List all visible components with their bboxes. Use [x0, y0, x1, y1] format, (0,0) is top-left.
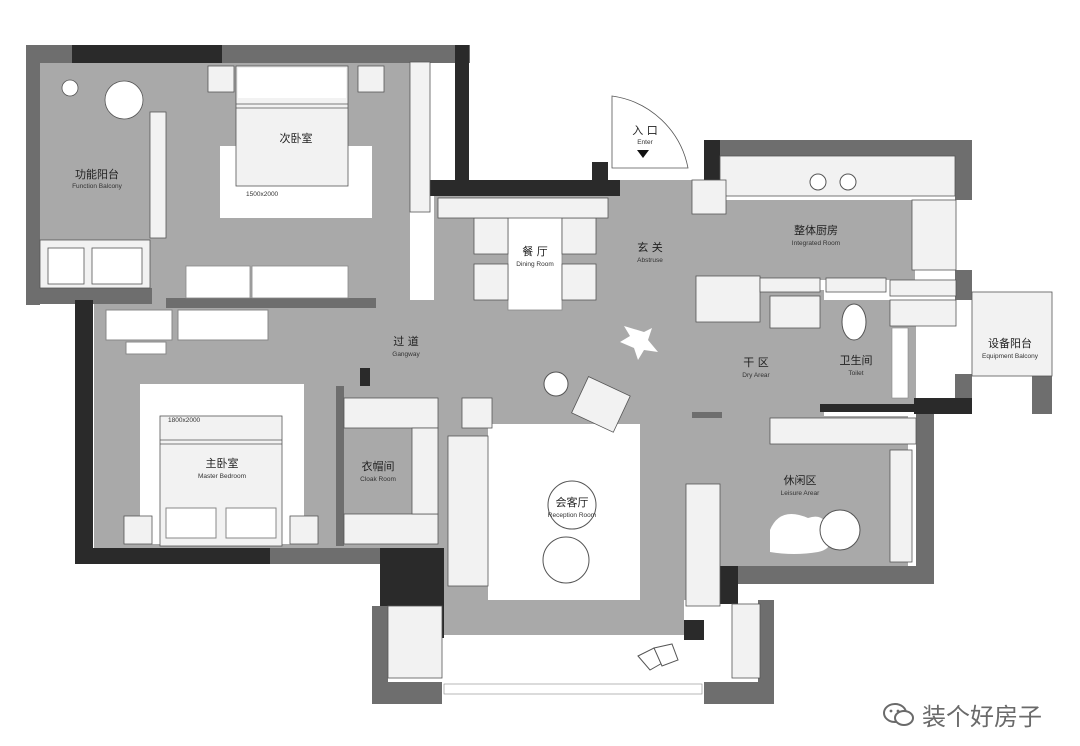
bathroom-zone: [769, 291, 1053, 399]
watermark: 装个好房子: [882, 697, 1042, 732]
wechat-icon: [883, 702, 914, 726]
foyer-label-en: Abstruse: [637, 257, 663, 264]
dining-zone: [437, 95, 689, 311]
second-bedroom-zone: [185, 61, 431, 299]
master-bedroom-label-en: Master Bedroom: [198, 473, 246, 480]
master-bedroom-dim: 1800x2000: [168, 417, 201, 424]
reception-room-label-en: Reception Room: [548, 512, 596, 519]
second-bedroom-dim: 1500x2000: [246, 191, 279, 198]
kitchen-zone: [691, 155, 957, 323]
master-bedroom-label: 主卧室: [206, 456, 239, 470]
entrance-label-en: Enter: [637, 139, 653, 146]
dining-room-label: 餐 厅: [522, 244, 548, 258]
equipment-balcony-label: 设备阳台: [988, 336, 1032, 350]
toilet-label: 卫生间: [840, 353, 873, 367]
toilet-label-en: Toilet: [848, 370, 863, 377]
leisure-zone: [685, 417, 917, 607]
leisure-area-label: 休闲区: [784, 473, 817, 487]
leisure-area-label-en: Leisure Arear: [781, 490, 820, 497]
function-balcony-label-en: Function Balcony: [72, 183, 123, 190]
second-bedroom-label: 次卧室: [280, 131, 313, 145]
dry-area-label-en: Dry Arear: [742, 372, 770, 379]
dry-area-label: 干 区: [743, 356, 769, 369]
gangway-label-en: Gangway: [392, 351, 420, 358]
function-balcony-zone: [39, 79, 167, 289]
walls: [26, 45, 1052, 704]
cloak-room-label-en: Cloak Room: [360, 476, 396, 483]
kitchen-label-en: Integrated Room: [792, 240, 840, 247]
dining-room-label-en: Dining Room: [516, 261, 554, 268]
equipment-balcony-label-en: Equipment Balcony: [982, 353, 1039, 360]
reception-zone: [447, 326, 658, 600]
gangway-label: 过 道: [393, 334, 419, 348]
foyer-label: 玄 关: [637, 240, 663, 254]
entrance-label: 入 口: [632, 124, 658, 137]
master-bedroom-zone: [105, 309, 319, 547]
cloak-room-label: 衣帽间: [362, 459, 395, 473]
watermark-text: 装个好房子: [922, 703, 1042, 731]
function-balcony-label: 功能阳台: [75, 167, 119, 181]
cloak-room-zone: [343, 397, 439, 545]
reception-room-label: 会客厅: [556, 495, 589, 509]
room-labels: 功能阳台 Function Balcony 次卧室 1500x2000 入 口 …: [72, 124, 1039, 519]
bottom-balcony-zone: [387, 603, 761, 695]
kitchen-label: 整体厨房: [794, 223, 838, 237]
